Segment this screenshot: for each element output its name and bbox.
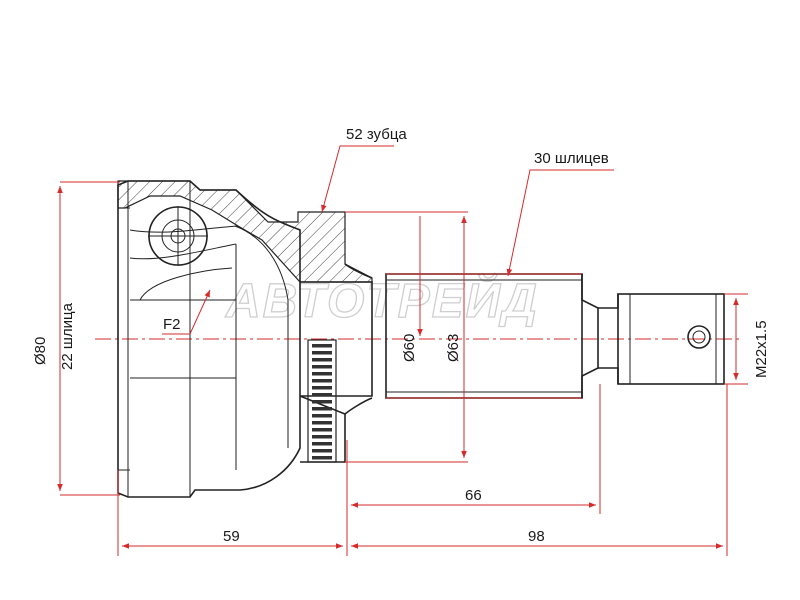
abs-tooth xyxy=(312,365,332,369)
label-thread: M22x1.5 xyxy=(753,320,770,378)
abs-tooth xyxy=(312,358,332,362)
splined-shaft xyxy=(385,273,725,399)
abs-tooth xyxy=(312,407,332,411)
ball xyxy=(148,206,208,266)
abs-tooth xyxy=(312,351,332,355)
label-len-66: 66 xyxy=(465,487,482,504)
abs-tooth xyxy=(312,344,332,348)
abs-tooth xyxy=(312,414,332,418)
label-len-98: 98 xyxy=(528,528,545,545)
abs-tooth xyxy=(312,442,332,446)
watermark: АВТОТРЕЙД xyxy=(225,273,539,328)
cv-housing xyxy=(117,180,373,498)
abs-tooth xyxy=(312,400,332,404)
label-outer-diameter: Ø80 xyxy=(32,337,49,365)
abs-tooth xyxy=(312,386,332,390)
abs-ring xyxy=(307,339,337,463)
abs-tooth xyxy=(312,456,332,460)
abs-tooth xyxy=(312,379,332,383)
label-inner-splines: 22 шлица xyxy=(59,302,76,370)
abs-tooth xyxy=(312,421,332,425)
dimensions xyxy=(57,145,748,556)
label-f2: F2 xyxy=(163,316,181,333)
label-d60: Ø60 xyxy=(401,334,418,362)
label-splines-out: 30 шлицев xyxy=(534,150,609,167)
label-d63: Ø63 xyxy=(445,334,462,362)
abs-tooth xyxy=(312,435,332,439)
abs-tooth xyxy=(312,393,332,397)
label-teeth: 52 зубца xyxy=(346,126,407,143)
abs-tooth xyxy=(312,428,332,432)
abs-tooth xyxy=(312,449,332,453)
abs-tooth xyxy=(312,372,332,376)
label-len-59: 59 xyxy=(223,528,240,545)
